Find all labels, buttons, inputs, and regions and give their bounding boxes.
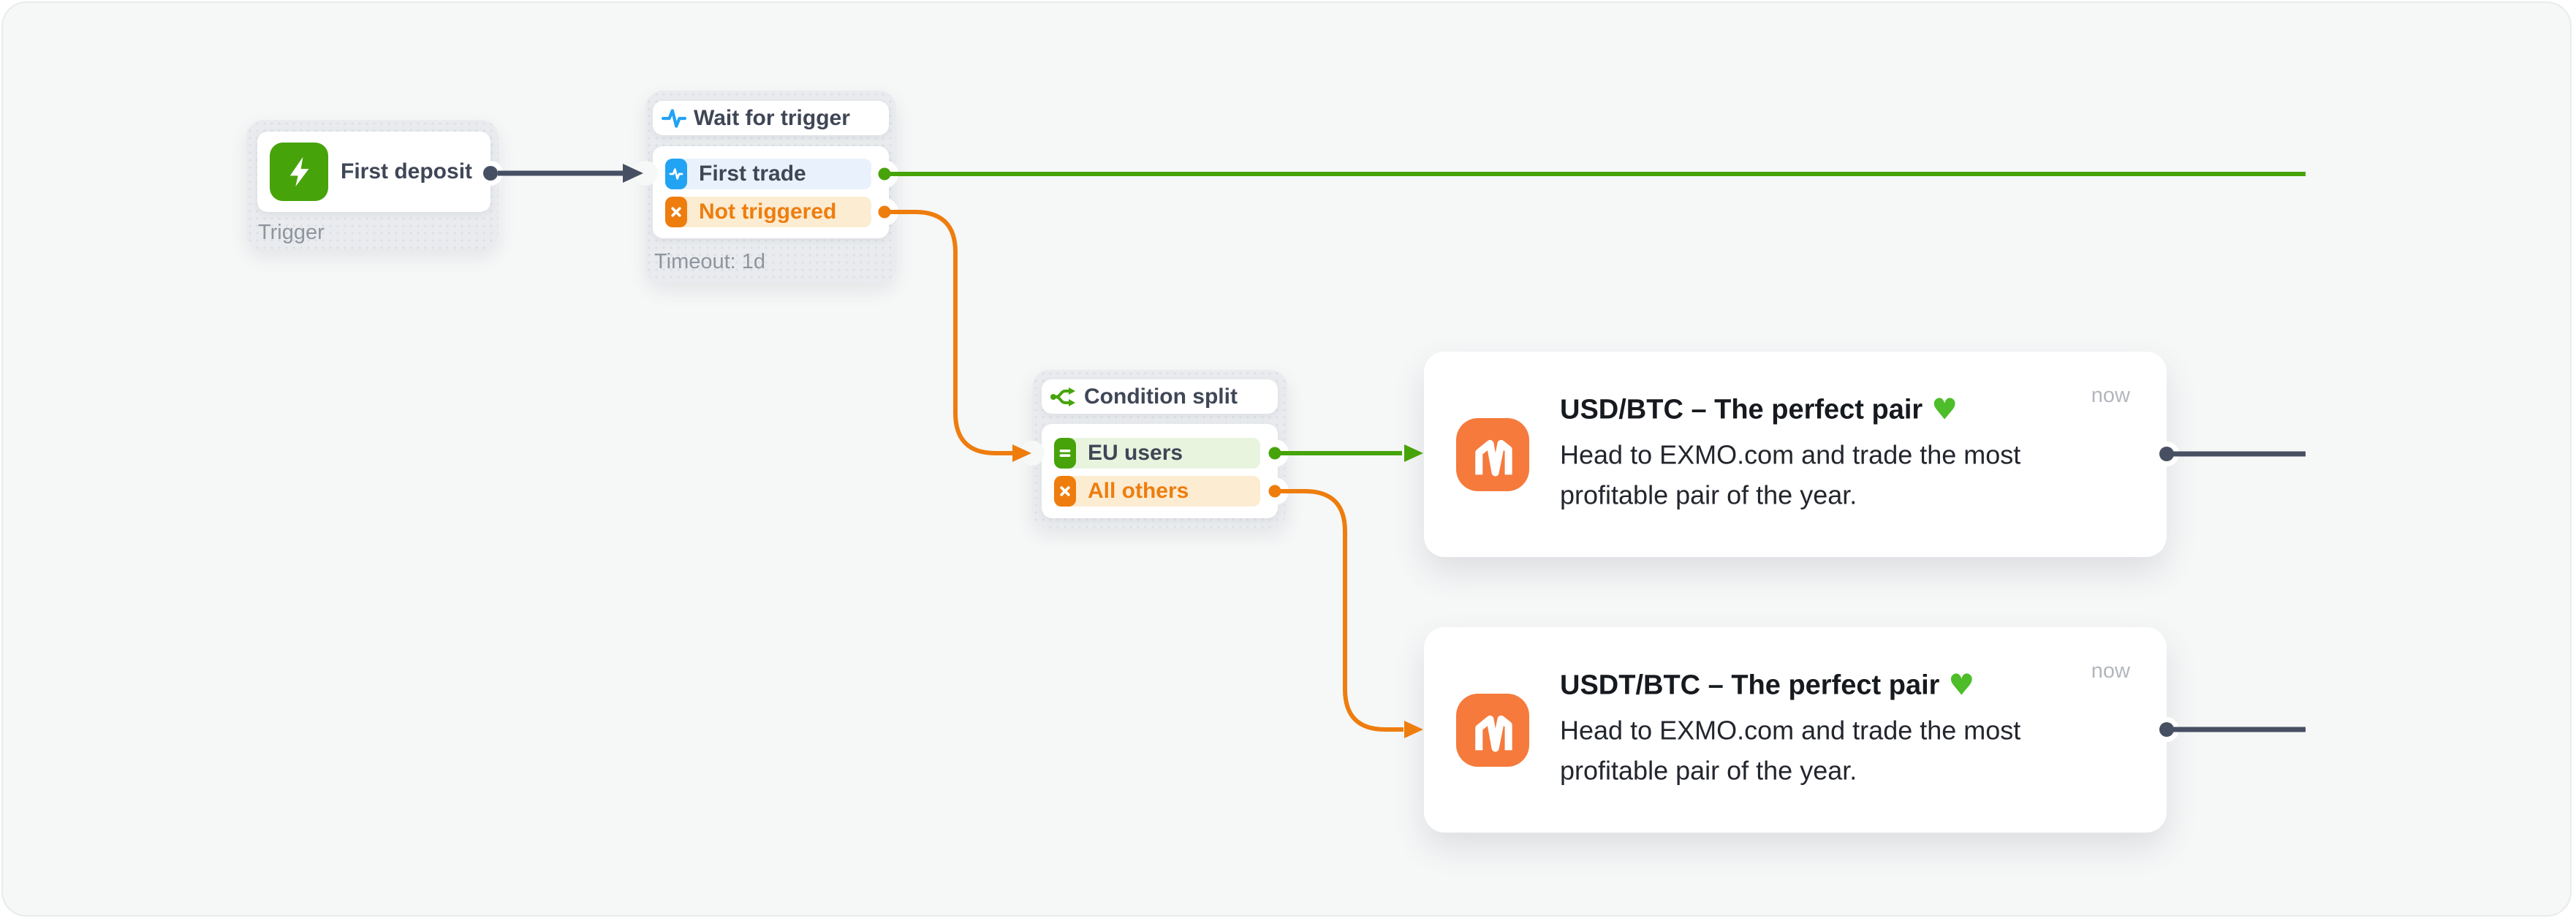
arrowhead — [623, 164, 643, 183]
branch-not-triggered[interactable]: Not triggered — [665, 197, 871, 227]
arrowhead — [1404, 444, 1423, 462]
wait-node-timeout-label: Timeout: 1d — [654, 250, 766, 273]
push-message-card-usdt-btc[interactable]: USDT/BTC – The perfect pair ♥ Head to EX… — [1424, 627, 2167, 833]
wait-node[interactable]: Wait for trigger First trade Not trigger… — [645, 91, 896, 284]
branch-label: Not triggered — [699, 200, 837, 224]
trigger-label: First deposit — [341, 159, 473, 183]
split-node-header[interactable]: Condition split — [1042, 379, 1278, 414]
message-timestamp: now — [2091, 659, 2130, 683]
message-body: Head to EXMO.com and trade the most prof… — [1560, 715, 2021, 785]
branch-label: EU users — [1088, 441, 1183, 465]
message-title: USD/BTC – The perfect pair ♥ — [1560, 393, 1958, 427]
message-timestamp: now — [2091, 384, 2130, 407]
green-heart-emoji: ♥ — [1931, 393, 1958, 427]
split-node-title: Condition split — [1084, 384, 1238, 409]
message-body: Head to EXMO.com and trade the most prof… — [1560, 439, 2021, 509]
pulse-icon — [665, 159, 687, 189]
trigger-category-label: Trigger — [258, 221, 325, 244]
message-title: USDT/BTC – The perfect pair ♥ — [1560, 668, 1975, 702]
condition-split-node[interactable]: Condition split EU users Al — [1032, 370, 1287, 528]
split-icon — [1050, 384, 1077, 409]
x-icon — [1054, 476, 1076, 507]
green-heart-emoji: ♥ — [1948, 668, 1975, 702]
arrowhead — [1012, 444, 1031, 462]
equals-icon — [1054, 438, 1076, 469]
x-icon — [665, 197, 687, 227]
pulse-icon — [662, 107, 686, 130]
connector-all-others-to-card2 — [1275, 489, 1403, 732]
message-content: USD/BTC – The perfect pair ♥ Head to EXM… — [1560, 394, 2072, 515]
brand-m-logo — [1456, 693, 1529, 767]
connector-not-triggered-to-split — [884, 210, 1015, 455]
push-message-card-usd-btc[interactable]: USD/BTC – The perfect pair ♥ Head to EXM… — [1424, 352, 2167, 557]
branch-all-others[interactable]: All others — [1054, 476, 1260, 507]
lightning-icon — [270, 143, 328, 201]
arrowhead — [1404, 721, 1423, 738]
brand-m-logo — [1456, 417, 1529, 491]
branch-eu-users[interactable]: EU users — [1054, 438, 1260, 469]
branch-label: First trade — [699, 162, 806, 186]
wait-node-title: Wait for trigger — [694, 105, 850, 130]
trigger-node-body[interactable]: First deposit — [257, 132, 490, 212]
message-content: USDT/BTC – The perfect pair ♥ Head to EX… — [1560, 670, 2072, 790]
branch-first-trade[interactable]: First trade — [665, 159, 871, 189]
trigger-node[interactable]: First deposit Trigger — [246, 120, 499, 250]
wait-node-header[interactable]: Wait for trigger — [653, 101, 889, 135]
branch-label: All others — [1088, 479, 1189, 503]
